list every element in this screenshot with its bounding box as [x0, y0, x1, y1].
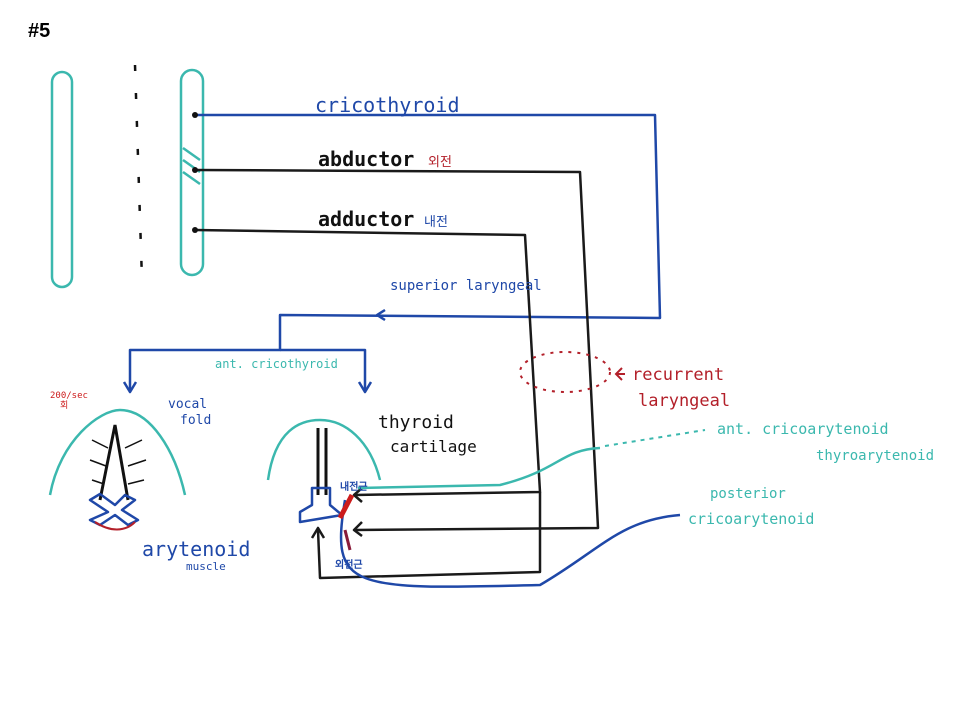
right-vocal-fold-strip — [179, 68, 205, 277]
label-ant-cricoarytenoid: ant. cricoarytenoid — [717, 420, 889, 438]
midline-dashed — [133, 64, 144, 281]
vocal-fold-strokes — [89, 439, 147, 485]
vocal-folds-right — [316, 428, 328, 495]
label-abductor-ko: 외전 — [428, 155, 452, 170]
ant-cricoarytenoid-nerve — [357, 446, 601, 490]
label-abductor-muscle-ko: 외전근 — [335, 558, 363, 571]
right-thyroid-cartilage — [266, 418, 382, 481]
label-vocal: vocal — [168, 397, 207, 412]
node-dot — [192, 227, 198, 233]
recurrent-laryngeal-ellipse — [519, 351, 611, 393]
abductor-muscle-red — [343, 529, 352, 551]
vocal-folds-left — [98, 424, 130, 501]
label-thyroarytenoid: thyroarytenoid — [816, 448, 934, 464]
label-rate: 200/sec — [50, 391, 88, 401]
label-muscle: muscle — [186, 560, 226, 573]
label-adductor-muscle-ko: 내전근 — [340, 480, 368, 493]
label-cricothyroid: cricothyroid — [315, 93, 460, 117]
posterior-cricoarytenoid-nerve — [339, 499, 681, 588]
slide-number: #5 — [28, 20, 51, 42]
hatch-marks — [182, 146, 201, 186]
adductor-nerve-path — [194, 228, 542, 497]
label-laryngeal: laryngeal — [638, 391, 730, 411]
label-arytenoid: arytenoid — [142, 537, 250, 561]
arrow-heads — [310, 487, 363, 539]
arrow-heads — [122, 308, 386, 394]
label-thyroid: thyroid — [378, 412, 454, 433]
label-adductor: adductor — [318, 207, 414, 231]
arytenoid-shape — [88, 492, 140, 527]
label-superior-laryngeal: superior laryngeal — [390, 278, 542, 294]
label-posterior: posterior — [710, 486, 786, 502]
lower-black-loop — [316, 492, 542, 580]
cricothyroid-nerve-path — [128, 113, 662, 390]
label-ant-cricothyroid: ant. cricothyroid — [215, 357, 338, 371]
label-fold: fold — [180, 413, 211, 428]
cartilage-shape — [298, 486, 344, 524]
label-recurrent: recurrent — [632, 365, 724, 385]
label-rate-unit: 회 — [60, 400, 68, 411]
node-dot — [192, 112, 198, 118]
left-vocal-fold-strip — [50, 70, 74, 289]
label-cartilage: cartilage — [390, 437, 477, 456]
label-cricoarytenoid: cricoarytenoid — [688, 510, 814, 528]
label-adductor-ko: 내전 — [424, 215, 448, 230]
left-thyroid-cartilage — [48, 408, 187, 496]
label-abductor: abductor — [318, 147, 414, 171]
arytenoid-muscle-mark — [94, 521, 136, 531]
ant-cricothyroid-branch — [280, 348, 367, 390]
dashed-leader — [604, 429, 706, 447]
arrow-icon — [614, 367, 625, 381]
abductor-nerve-path — [194, 168, 600, 532]
adductor-muscle-red — [337, 493, 355, 520]
node-dot — [192, 167, 198, 173]
